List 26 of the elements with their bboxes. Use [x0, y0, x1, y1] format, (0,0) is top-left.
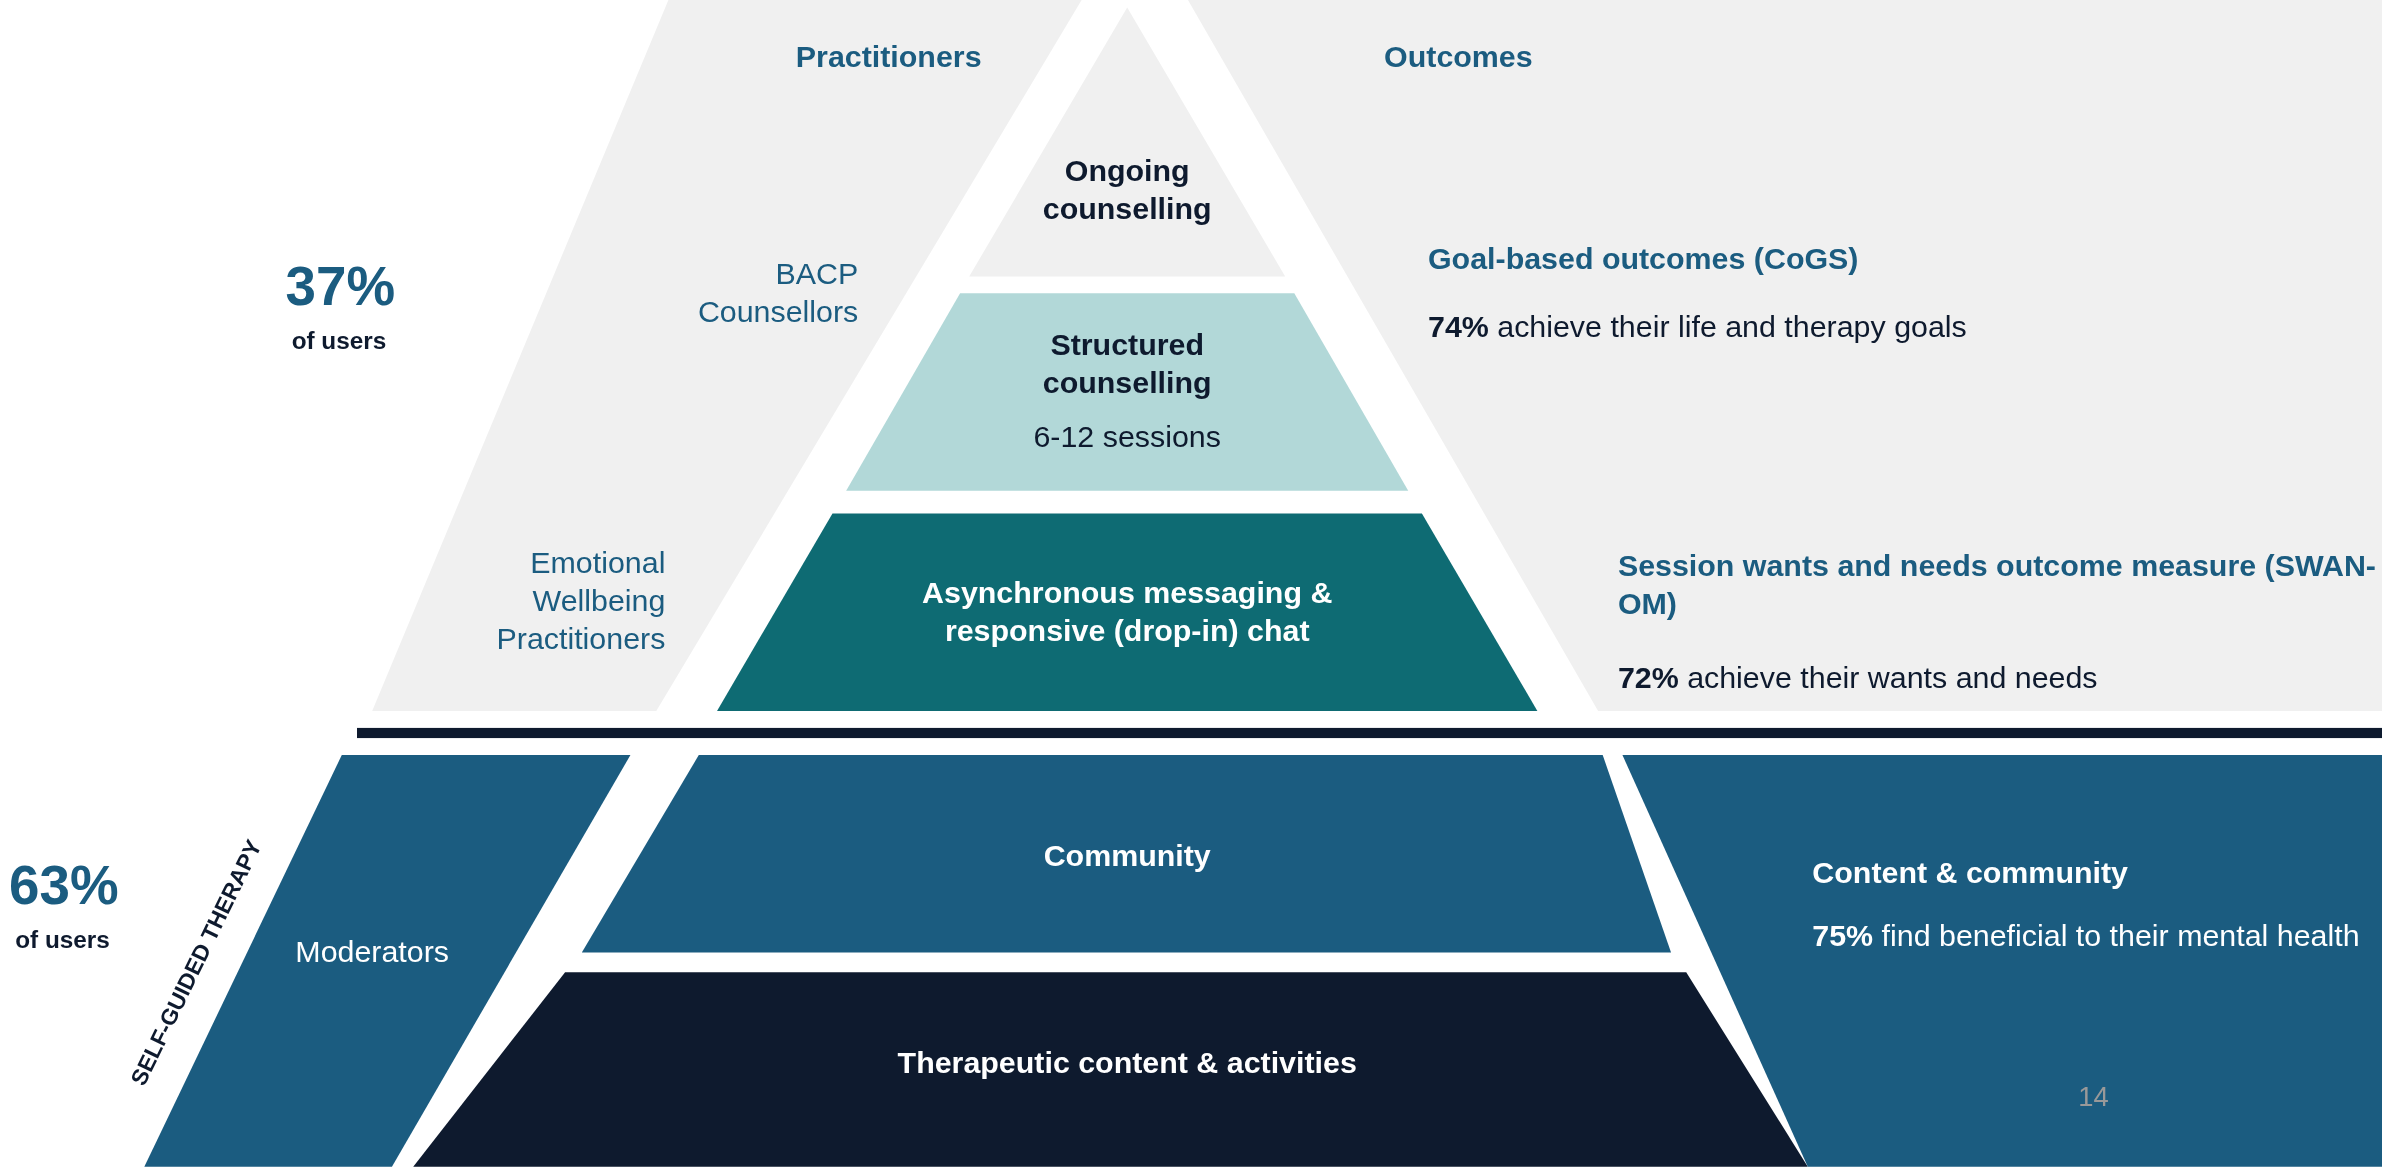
percentage-figure: 37%	[285, 255, 396, 319]
percentage-caption: of users	[15, 926, 110, 954]
outcomes-panel	[1622, 755, 2382, 1167]
percentage-caption: of users	[291, 328, 387, 356]
outcome-statement: 72% achieve their wants and needs	[1617, 659, 2099, 697]
page-number: 14	[2078, 1081, 2109, 1114]
pyramid-tier	[413, 972, 1808, 1167]
percentage-figure: 63%	[9, 853, 119, 918]
outcome-heading: Goal-based outcomes (CoGS)	[1428, 240, 1860, 277]
panel-heading: Practitioners	[794, 38, 983, 75]
panel-heading: Outcomes	[1383, 38, 1534, 75]
tier-label: Moderators	[294, 933, 450, 970]
tier-label: Ongoing counselling	[1041, 152, 1213, 227]
outcome-heading: Content & community	[1812, 854, 2129, 891]
tier-label: Asynchronous messaging & responsive (drop-in) chat	[921, 574, 1334, 650]
practitioner-label: BACP Counsellors	[696, 255, 859, 331]
pyramid-tier	[717, 513, 1538, 711]
pyramid-tier	[581, 755, 1672, 953]
tier-label: Therapeutic content & activities	[896, 1044, 1358, 1081]
tier-detail: 6-12 sessions	[1032, 418, 1222, 455]
outcome-statement: 75% find beneficial to their mental health	[1812, 918, 2361, 955]
tier-label: Community	[1042, 837, 1212, 874]
outcome-heading: Session wants and needs outcome measure (SWAN-OM)	[1617, 547, 2377, 622]
outcome-statement: 74% achieve their life and therapy goals	[1428, 308, 1968, 346]
tier-label: Structured counselling	[1041, 327, 1213, 402]
practitioner-label: Emotional Wellbeing Practitioners	[495, 544, 666, 657]
